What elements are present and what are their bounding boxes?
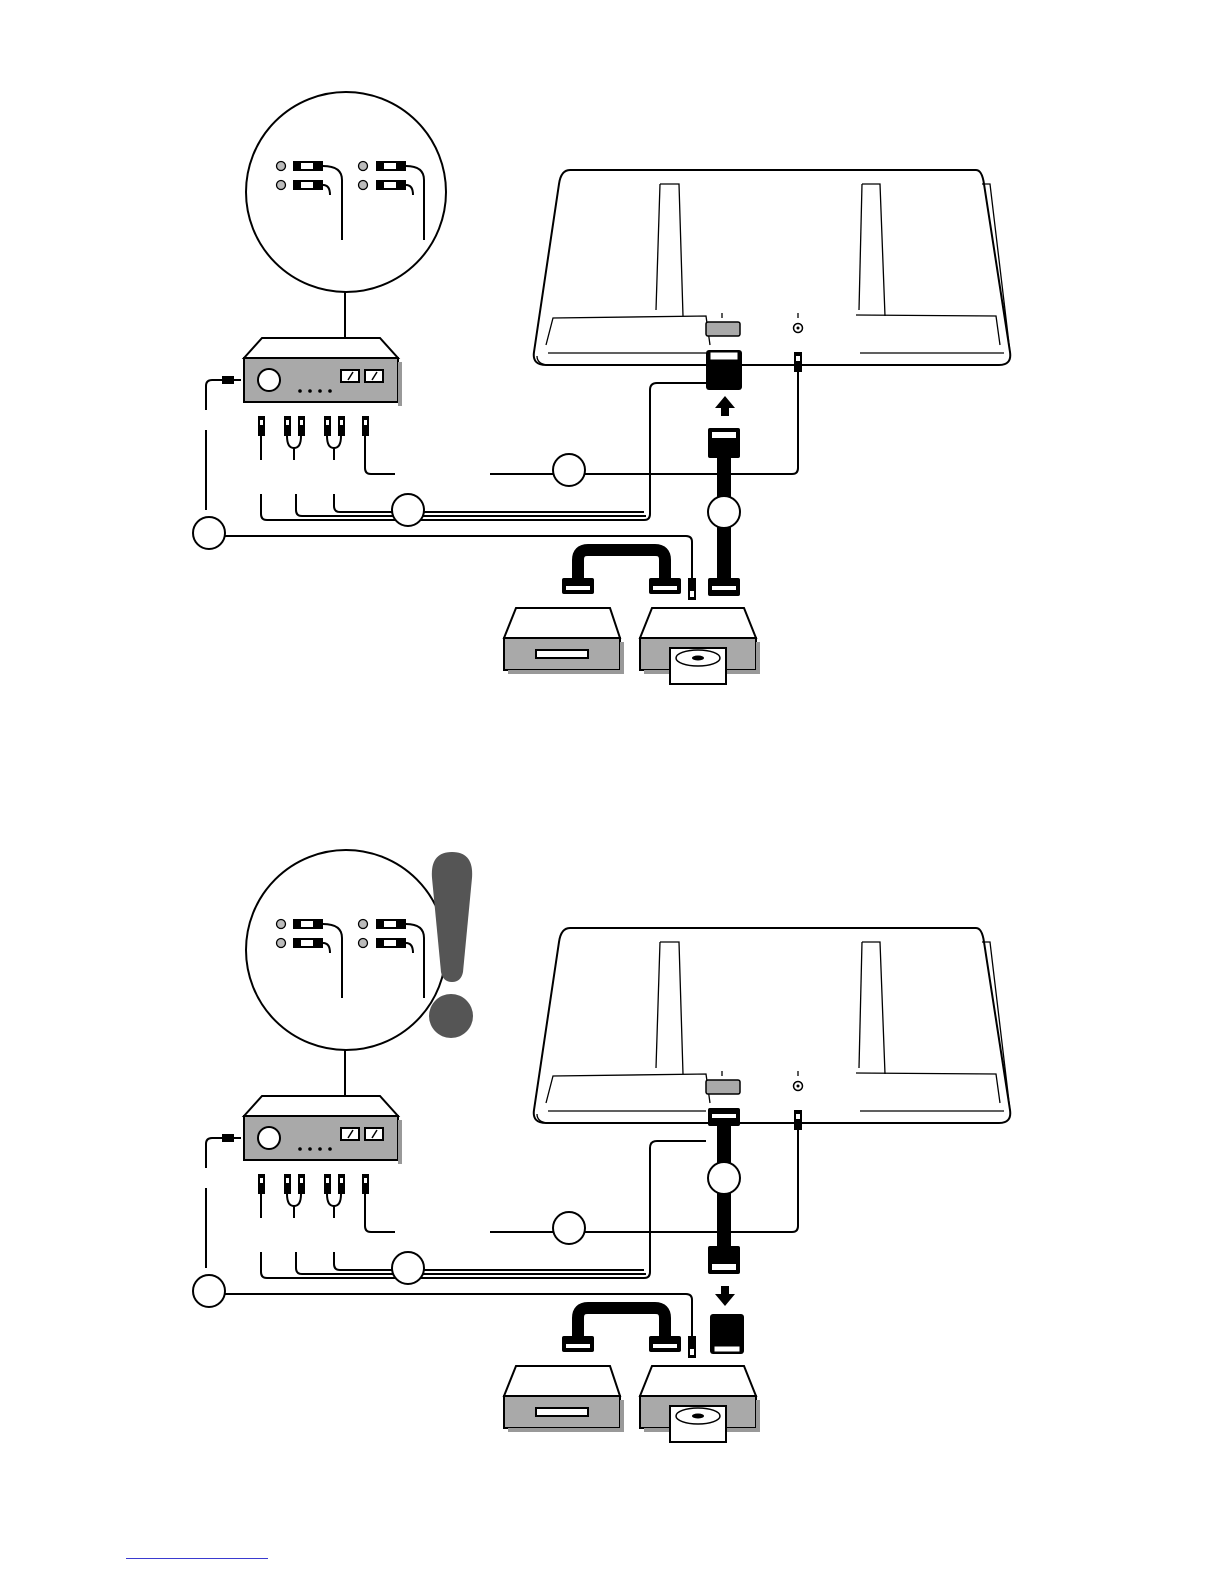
footer-link[interactable] [126, 1542, 268, 1559]
connection-panel-top [193, 92, 1010, 684]
connection-panel-bottom [193, 850, 1010, 1442]
